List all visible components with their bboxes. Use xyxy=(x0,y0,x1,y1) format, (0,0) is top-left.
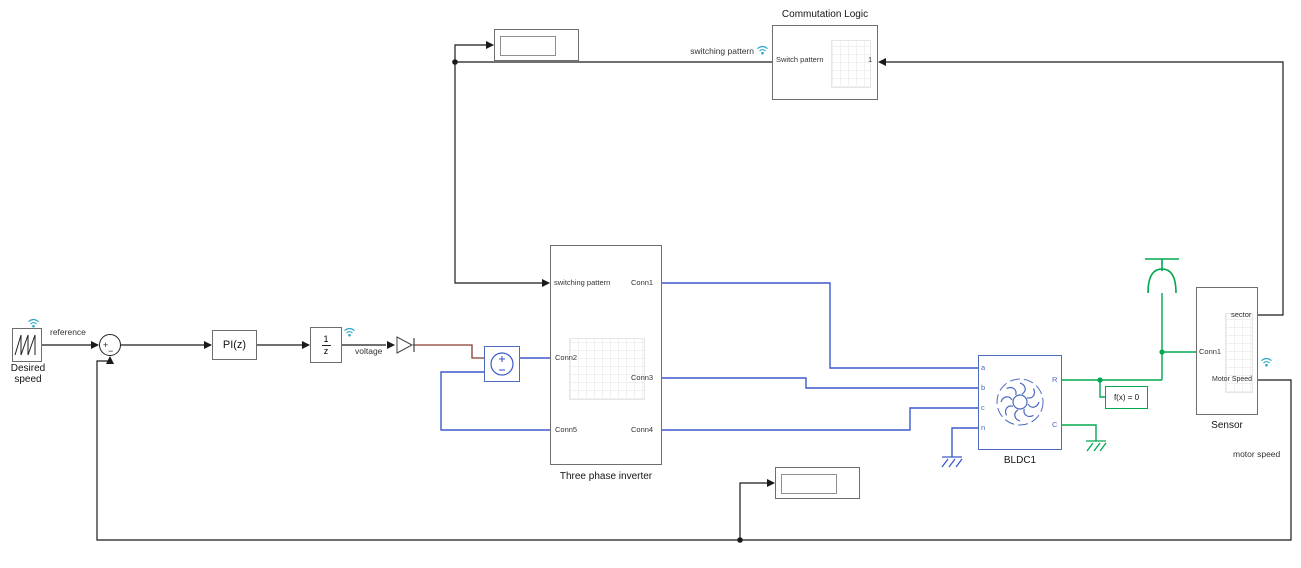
inverter-label: Three phase inverter xyxy=(559,471,653,482)
sensor-block[interactable] xyxy=(1196,287,1258,415)
inverter-port-conn5: Conn5 xyxy=(555,425,578,434)
voltage-wire-label: voltage xyxy=(355,346,383,356)
pi-controller-block[interactable]: PI(z) xyxy=(212,330,257,360)
junction-dot xyxy=(1159,349,1165,355)
commutation-port-switch-pattern: Switch pattern xyxy=(776,55,824,64)
reference-wire-label: reference xyxy=(50,327,86,337)
wire-shaft-to-sensor[interactable] xyxy=(1161,351,1196,380)
wire-physical-signal[interactable] xyxy=(413,344,484,359)
mechanical-reference-ground[interactable] xyxy=(1086,440,1107,452)
commutation-port-1: 1 xyxy=(868,55,873,64)
wire-conn4-to-c[interactable] xyxy=(662,407,978,431)
arrowhead xyxy=(91,341,99,349)
pi-controller-label: PI(z) xyxy=(222,339,247,351)
voltage-source-icon xyxy=(490,352,514,376)
wire-switch-pattern[interactable] xyxy=(454,61,772,284)
bldc-label: BLDC1 xyxy=(1003,455,1037,466)
unit-delay-block[interactable]: 1 z xyxy=(310,327,342,363)
display-block-top[interactable] xyxy=(494,29,579,61)
simulink-ps-converter[interactable] xyxy=(396,336,415,354)
arrowhead xyxy=(106,356,114,364)
wire-sector-feedback[interactable] xyxy=(880,61,1284,316)
commutation-title: Commutation Logic xyxy=(781,9,869,20)
arrowhead xyxy=(387,341,395,349)
bldc-motor-block[interactable] xyxy=(978,355,1062,450)
desired-speed-block[interactable] xyxy=(12,328,42,362)
inverter-port-conn3: Conn3 xyxy=(631,373,654,382)
wire-speed-display-branch[interactable] xyxy=(739,482,774,540)
junction-dot xyxy=(452,59,458,65)
arrowhead xyxy=(878,58,886,66)
arrowhead xyxy=(542,279,550,287)
bldc-port-c-shaft: C xyxy=(1052,420,1058,429)
bldc-port-r: R xyxy=(1052,375,1058,384)
wire-switch-pattern-display-branch[interactable] xyxy=(454,44,493,62)
bldc-port-n: n xyxy=(981,423,986,432)
junction-dot xyxy=(737,537,743,543)
display-value-top xyxy=(500,36,556,56)
inverter-port-conn2: Conn2 xyxy=(555,353,578,362)
streaming-icon[interactable] xyxy=(1261,357,1272,368)
arrowhead xyxy=(767,479,775,487)
inverter-port-conn4: Conn4 xyxy=(631,425,654,434)
three-phase-inverter-block[interactable] xyxy=(550,245,662,465)
unit-delay-denominator: z xyxy=(323,345,329,356)
solver-configuration-block[interactable]: f(x) = 0 xyxy=(1105,386,1148,409)
sum-plus-sign: + xyxy=(103,340,109,350)
wire-case-to-ground[interactable] xyxy=(1062,424,1097,441)
display-block-bottom[interactable] xyxy=(775,467,860,499)
sensor-label: Sensor xyxy=(1211,420,1243,431)
inertia-block[interactable] xyxy=(1145,258,1179,294)
motor-speed-wire-label: motor speed xyxy=(1233,449,1281,459)
wire-to-solver[interactable] xyxy=(1099,380,1105,398)
wire-conn1-to-a[interactable] xyxy=(662,282,978,369)
controlled-voltage-source-block[interactable] xyxy=(484,346,520,382)
junction-dot xyxy=(1097,377,1103,383)
sum-block[interactable]: + − xyxy=(99,334,121,356)
commutation-logic-block[interactable] xyxy=(772,25,878,100)
sensor-port-sector: sector xyxy=(1231,310,1252,319)
sensor-port-motor-speed: Motor Speed xyxy=(1212,376,1253,383)
streaming-icon[interactable] xyxy=(757,45,768,56)
bldc-motor-icon xyxy=(996,378,1044,426)
fraction-bar xyxy=(321,344,331,346)
sensor-thumbnail xyxy=(1225,313,1253,393)
unit-delay-numerator: 1 xyxy=(323,333,329,344)
wire-n-to-ground[interactable] xyxy=(951,427,978,457)
inverter-port-switching: switching pattern xyxy=(554,278,611,287)
wire-conn3-to-b[interactable] xyxy=(662,377,978,389)
bldc-port-c: c xyxy=(981,403,985,412)
inverter-port-conn1: Conn1 xyxy=(631,278,654,287)
inverter-thumbnail xyxy=(569,338,645,400)
bldc-port-b: b xyxy=(981,383,986,392)
sawtooth-wave-icon xyxy=(14,334,36,356)
bldc-port-a: a xyxy=(981,363,986,372)
wire-source-to-conn5[interactable] xyxy=(440,371,550,431)
desired-speed-label: Desired speed xyxy=(10,363,46,385)
sensor-port-conn1: Conn1 xyxy=(1199,347,1222,356)
switching-pattern-wire-label: switching pattern xyxy=(690,46,754,56)
commutation-thumbnail xyxy=(831,40,871,88)
arrowhead xyxy=(204,341,212,349)
streaming-icon[interactable] xyxy=(344,327,355,338)
electrical-reference-ground[interactable] xyxy=(941,456,963,468)
arrowhead xyxy=(486,41,494,49)
display-value-bottom xyxy=(781,474,837,494)
sum-minus-sign: − xyxy=(108,346,114,356)
solver-label: f(x) = 0 xyxy=(1113,393,1140,402)
arrowhead xyxy=(302,341,310,349)
streaming-icon[interactable] xyxy=(28,318,39,329)
